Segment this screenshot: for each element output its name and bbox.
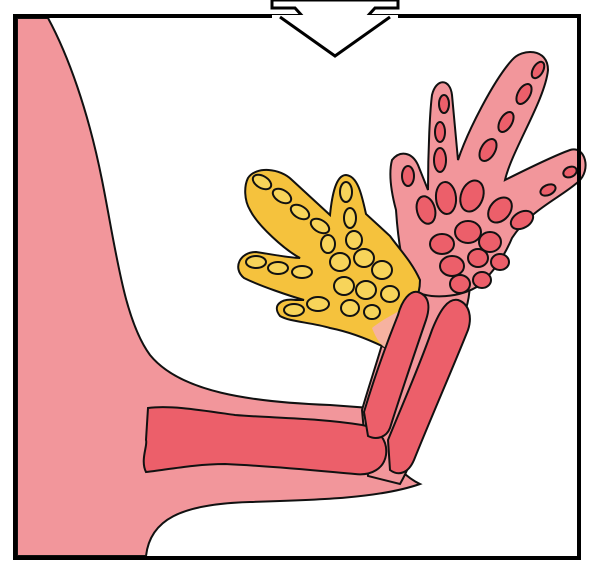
forelimb-diagram [0,0,594,564]
diagram-stage [0,0,594,564]
